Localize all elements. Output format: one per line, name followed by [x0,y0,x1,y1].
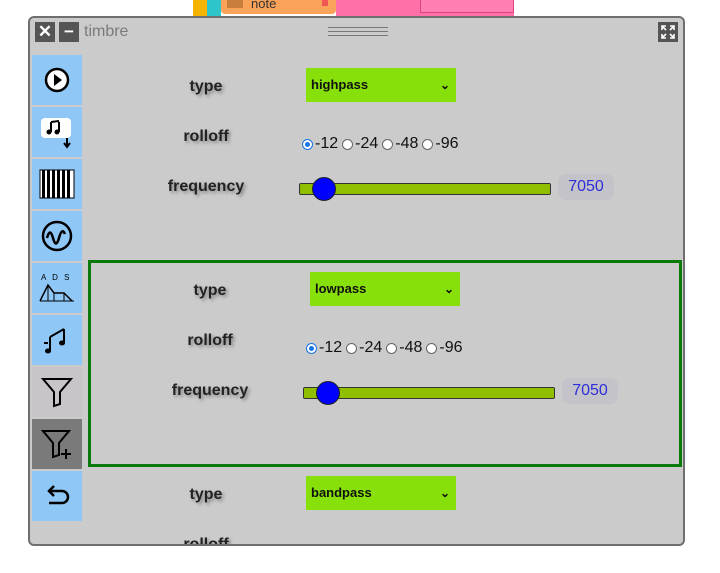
rolloff-radio[interactable] [346,342,358,354]
rolloff-radio[interactable] [386,342,398,354]
frequency-value: 7050 [558,174,614,200]
music-note-download-icon [41,118,71,149]
oscillator-button[interactable] [32,211,82,261]
synth-button[interactable] [32,107,82,157]
maximize-icon[interactable] [658,22,678,42]
selected-filter-box [88,260,682,467]
title-bar[interactable]: ✕ − timbre [30,18,683,48]
rolloff-radio[interactable] [422,138,434,150]
rolloff-radio-group: -12 -24 -48 -96 [302,543,463,544]
svg-text:A D S R: A D S R [41,273,76,282]
rolloff-radio[interactable] [342,138,354,150]
frequency-label: frequency [171,382,249,399]
background-note-block: note [221,0,336,14]
type-label: type [189,486,223,503]
type-select[interactable]: bandpass ⌄ [306,476,456,510]
rolloff-option-label: -24 [355,135,379,152]
filter-add-icon [40,430,72,459]
background-block [193,0,207,18]
close-icon[interactable]: ✕ [35,22,55,42]
frequency-value: 7050 [562,378,618,404]
filter-list: type highpass ⌄ rolloff -12 -24 -48 -96 f… [82,48,683,544]
frequency-slider-thumb[interactable] [312,177,336,201]
type-select-value: highpass [311,77,369,92]
filter-button[interactable] [32,367,82,417]
frequency-slider[interactable] [303,387,555,399]
filter-funnel-icon [40,378,74,408]
type-select[interactable]: highpass ⌄ [306,68,456,102]
timbre-window: ✕ − timbre A D S R [28,16,685,546]
music-notes-icon [44,328,65,354]
effects-button[interactable] [32,315,82,365]
rolloff-label: rolloff [187,332,233,349]
rolloff-option-label: -24 [359,339,383,356]
undo-button[interactable] [32,471,82,521]
rolloff-option-label: -12 [319,339,343,356]
rolloff-label: rolloff [183,128,229,145]
frequency-slider[interactable] [299,183,551,195]
chevron-down-icon: ⌄ [439,486,450,500]
rolloff-radio[interactable] [426,342,438,354]
rolloff-option-label: -48 [399,339,423,356]
type-label: type [193,282,227,299]
minimize-icon[interactable]: − [59,22,79,42]
rolloff-option-label: -96 [435,135,459,152]
background-block [207,0,221,18]
rolloff-option-label: -96 [439,339,463,356]
rolloff-option-label: -96 [435,543,458,544]
keyboard-button[interactable] [32,159,82,209]
type-label: type [189,78,223,95]
rolloff-option-label: -24 [355,543,378,544]
rolloff-radio[interactable] [382,138,394,150]
play-button[interactable] [32,55,82,105]
type-select[interactable]: lowpass ⌄ [310,272,460,306]
rolloff-radio[interactable] [306,342,317,354]
rolloff-option-label: -48 [395,543,418,544]
background-note-label: note [251,0,277,11]
type-select-value: bandpass [311,485,372,500]
chevron-down-icon: ⌄ [443,282,454,296]
rolloff-radio[interactable] [302,138,313,150]
play-icon [44,67,70,93]
sidebar: A D S R [32,55,82,523]
rolloff-option-label: -12 [315,543,338,544]
chevron-down-icon: ⌄ [439,78,450,92]
type-select-value: lowpass [315,281,367,296]
rolloff-option-label: -12 [315,135,339,152]
undo-arrow-icon [47,485,70,505]
frequency-label: frequency [167,178,245,195]
adsr-envelope-icon: A D S R [39,273,76,302]
window-title: timbre [84,23,129,40]
waveform-icon [41,220,73,252]
background-block [420,0,514,13]
rolloff-radio-group: -12 -24 -48 -96 [306,339,467,357]
envelope-button[interactable]: A D S R [32,263,82,313]
add-filter-button[interactable] [32,419,82,469]
drag-handle-icon[interactable] [328,27,388,39]
rolloff-radio-group: -12 -24 -48 -96 [302,135,463,153]
rolloff-label: rolloff [183,536,229,546]
rolloff-option-label: -48 [395,135,419,152]
frequency-slider-thumb[interactable] [316,381,340,405]
piano-keys-icon [39,169,75,199]
